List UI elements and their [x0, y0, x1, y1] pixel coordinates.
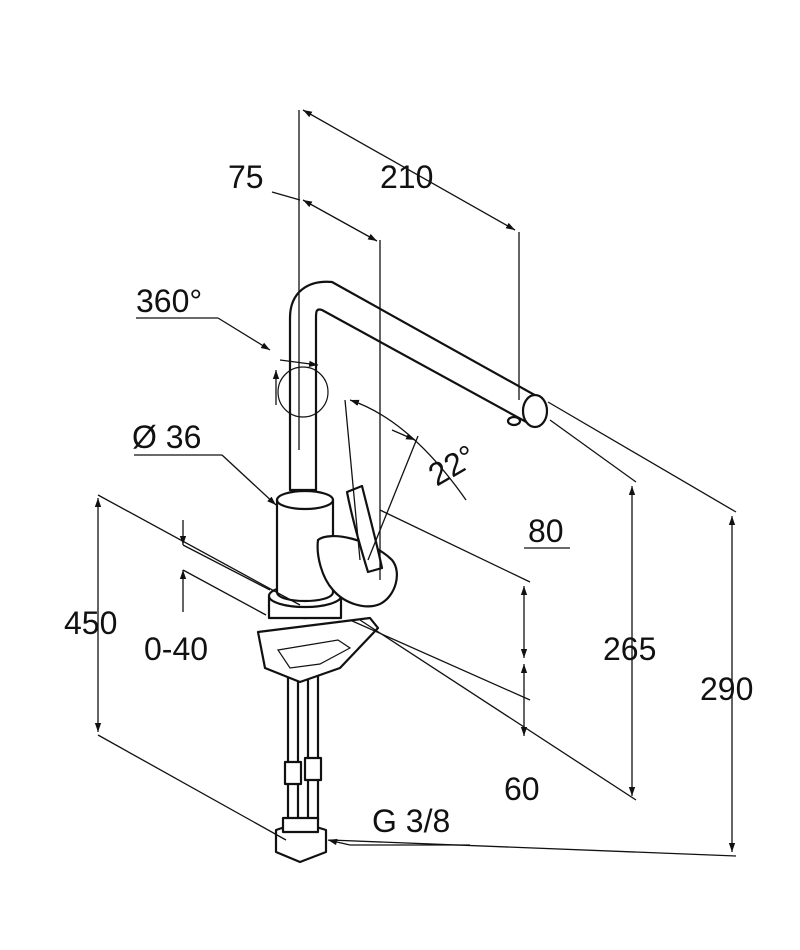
label-265: 265 [603, 631, 656, 667]
faucet-body [256, 280, 549, 864]
label-450: 450 [64, 605, 117, 641]
dimension-labels: 75 210 360° Ø 36 22° 450 0-40 80 60 265 … [64, 159, 753, 839]
swivel-indicator [277, 366, 329, 418]
spout [288, 280, 548, 492]
dimension-lines [94, 109, 737, 857]
label-0-40: 0-40 [144, 631, 208, 667]
label-g38: G 3/8 [372, 803, 450, 839]
label-360: 360° [136, 283, 202, 319]
label-diameter-36: Ø 36 [132, 419, 201, 455]
label-60: 60 [504, 771, 540, 807]
label-210: 210 [380, 159, 433, 195]
label-22: 22° [422, 438, 482, 493]
supply-hoses [274, 668, 328, 864]
label-75: 75 [228, 159, 264, 195]
lever-handle [345, 484, 384, 574]
label-80: 80 [528, 513, 564, 549]
label-290: 290 [700, 671, 753, 707]
